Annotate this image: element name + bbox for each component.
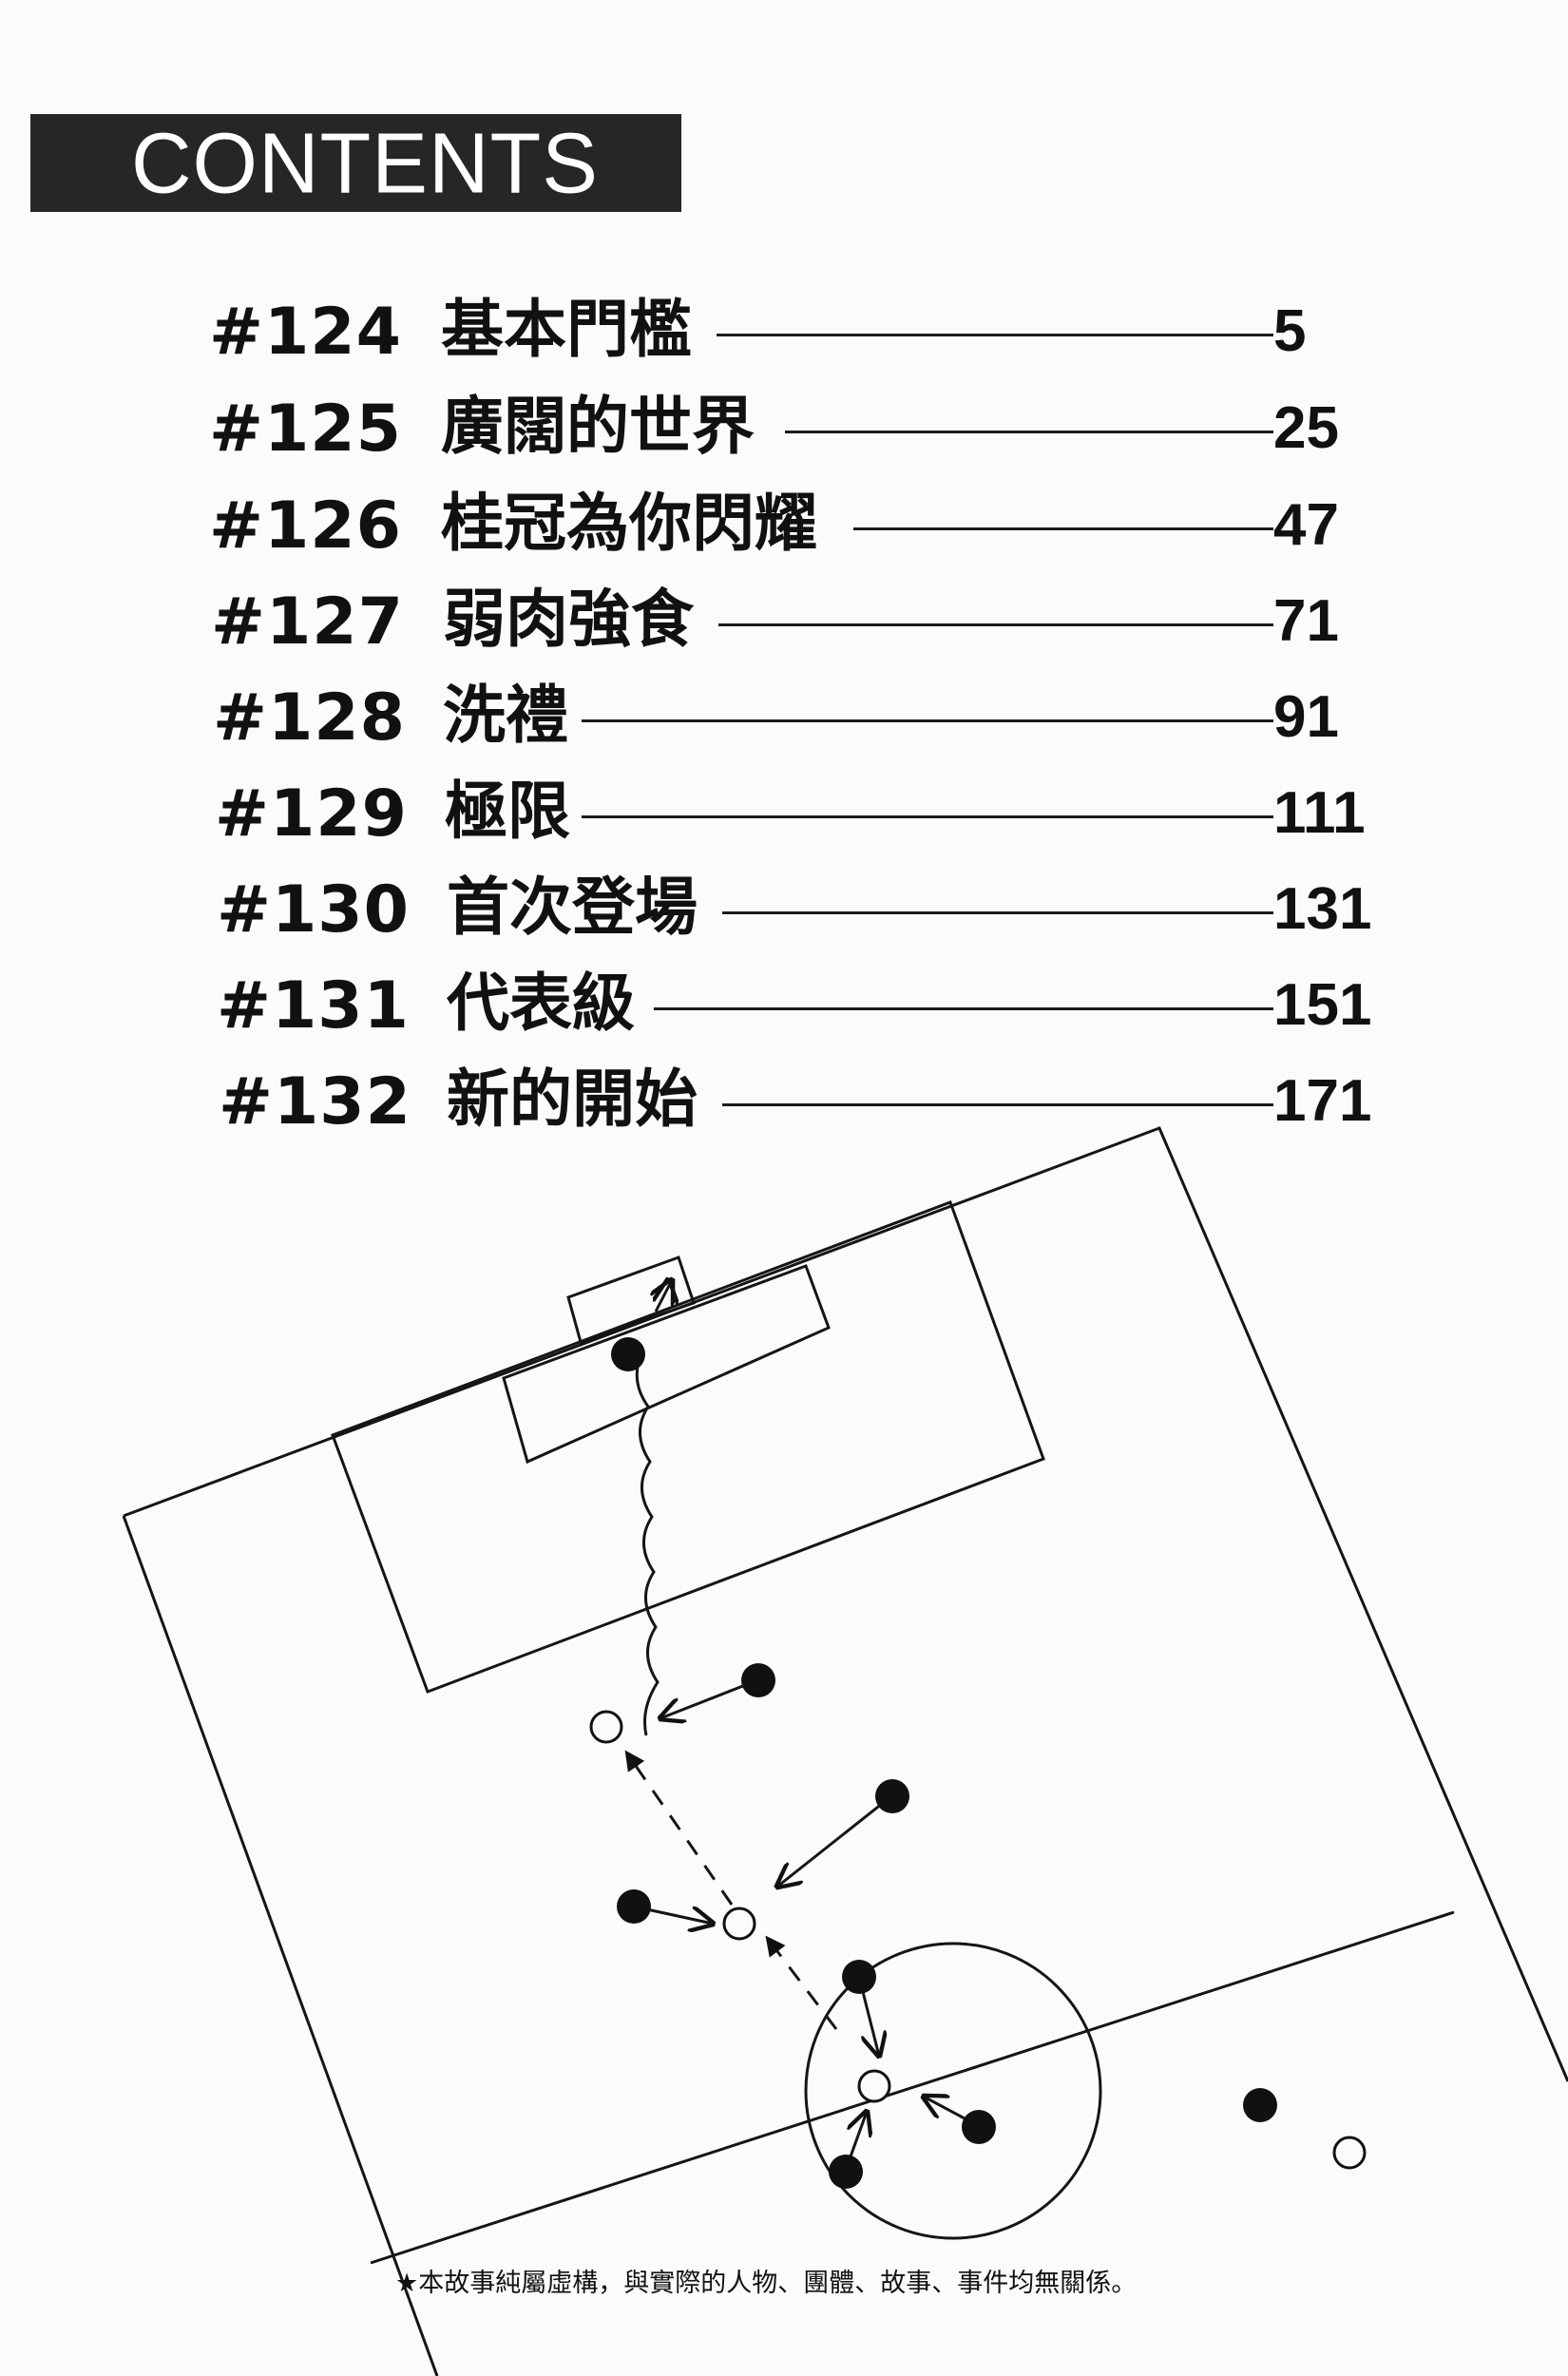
dotted-leader: [718, 623, 1273, 626]
toc-row[interactable]: #131 代表級 151: [0, 955, 1568, 1050]
chapter-number: #131: [217, 968, 410, 1044]
pass-line: [624, 1750, 734, 1906]
dotted-leader: [582, 719, 1273, 722]
chapter-number: #127: [211, 584, 404, 660]
defender-dot: [875, 1779, 909, 1813]
attacker-ring: [722, 1907, 756, 1941]
chapter-page: 25: [1273, 395, 1339, 461]
chapter-title: 新的開始: [447, 1063, 698, 1136]
chapter-page: 91: [1273, 684, 1339, 750]
chapter-title: 桂冠為你閃耀: [441, 487, 817, 560]
contents-header-band: CONTENTS: [30, 114, 681, 212]
toc-row[interactable]: #130 首次登場 131: [0, 859, 1568, 954]
chapter-title: 弱肉強食: [443, 583, 694, 656]
pitch-outline: [123, 1126, 1568, 2082]
chapter-title: 基本門檻: [441, 293, 692, 366]
chapter-title: 代表級: [447, 967, 635, 1040]
dotted-leader: [722, 911, 1273, 914]
dotted-leader: [853, 527, 1273, 530]
chapter-number: #128: [213, 680, 406, 756]
chapter-page: 151: [1273, 972, 1372, 1038]
dotted-leader: [785, 431, 1273, 433]
chapter-title: 廣闊的世界: [441, 390, 755, 463]
defender-dot: [611, 1337, 645, 1371]
chapter-page: 171: [1273, 1068, 1372, 1134]
toc-row[interactable]: #126 桂冠為你閃耀 47: [0, 475, 1568, 570]
attacker-ring: [1332, 2136, 1367, 2170]
center-circle: [804, 1942, 1102, 2240]
pass-line: [765, 1935, 838, 2030]
toc-row[interactable]: #125 廣闊的世界 25: [0, 378, 1568, 473]
dotted-leader: [582, 815, 1273, 818]
chapter-title: 首次登場: [447, 871, 698, 944]
toc-row[interactable]: #129 極限 111: [0, 763, 1568, 858]
dotted-leader: [722, 1103, 1273, 1106]
defender-dot: [741, 1663, 775, 1697]
chapter-page: 47: [1273, 492, 1339, 558]
chapter-title: 洗禮: [443, 679, 568, 752]
halfway-line: [370, 1910, 1455, 2265]
chapter-page: 131: [1273, 876, 1372, 942]
defender-dot: [842, 1960, 876, 1994]
defender-dot: [617, 1889, 651, 1924]
chapter-number: #126: [209, 489, 402, 564]
goal: [566, 1255, 696, 1344]
toc-row[interactable]: #127 弱肉強食 71: [0, 571, 1568, 666]
attacker-ring: [857, 2069, 891, 2103]
attacker-ring: [589, 1710, 623, 1744]
chapter-page: 71: [1273, 588, 1339, 654]
goal-area: [502, 1264, 831, 1465]
run-arrow: [777, 1794, 892, 1887]
defender-dot: [962, 2110, 996, 2144]
toc-row[interactable]: #124 基本門檻 5: [0, 281, 1568, 376]
chapter-number: #124: [209, 295, 402, 370]
pitch-left-touchline: [122, 1515, 439, 2376]
toc-row[interactable]: #132 新的開始 171: [0, 1051, 1568, 1146]
run-arrow: [660, 1678, 758, 1718]
dribble-arrow: [656, 1280, 672, 1313]
defender-dot: [1243, 2088, 1277, 2122]
dribble-path: [635, 1351, 660, 1736]
chapter-page: 5: [1273, 298, 1307, 364]
chapter-number: #130: [217, 872, 410, 948]
chapter-title: 極限: [445, 775, 570, 848]
dotted-leader: [654, 1007, 1273, 1010]
defender-dot: [829, 2155, 863, 2189]
chapter-number: #129: [215, 776, 408, 852]
penalty-area: [331, 1200, 1045, 1694]
contents-title: CONTENTS: [131, 114, 599, 211]
chapter-number: #125: [209, 392, 402, 467]
toc-row[interactable]: #128 洗禮 91: [0, 667, 1568, 762]
dotted-leader: [717, 334, 1273, 336]
disclaimer-footnote: ★本故事純屬虛構，與實際的人物、團體、故事、事件均無關係。: [395, 2269, 1138, 2298]
chapter-number: #132: [219, 1064, 411, 1140]
chapter-page: 111: [1273, 780, 1366, 846]
